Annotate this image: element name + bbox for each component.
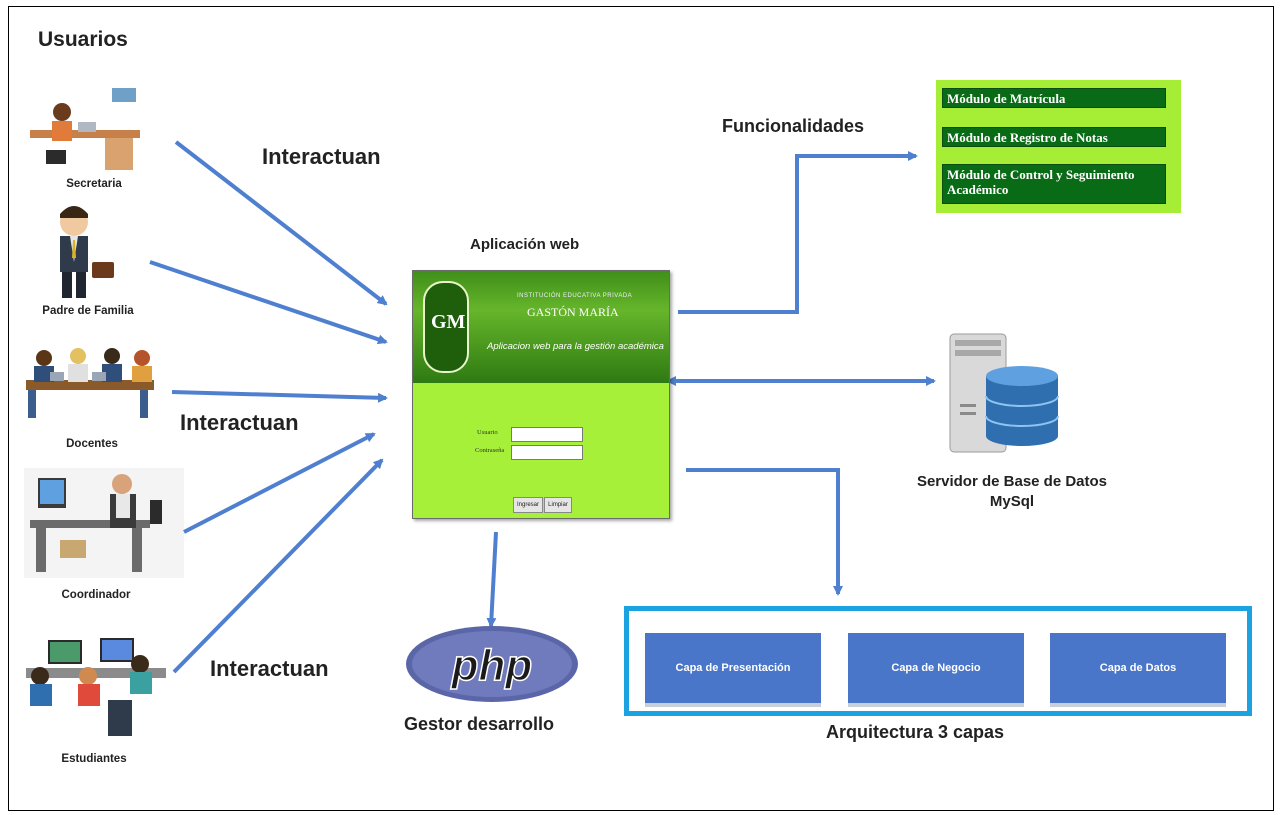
arrow-secretaria <box>174 140 388 306</box>
arrow-estudiantes <box>172 458 384 674</box>
webapp-login-button[interactable]: Ingresar <box>513 497 543 513</box>
database-label-line2: MySql <box>989 493 1035 510</box>
webapp-institution: INSTITUCIÓN EDUCATIVA PRIVADA <box>517 293 633 299</box>
module-notas: Módulo de Registro de Notas <box>942 127 1166 147</box>
database-label-line1: Servidor de Base de Datos <box>916 473 1108 490</box>
parent-icon <box>60 206 114 298</box>
dev-label: Gestor desarrollo <box>404 714 555 734</box>
arrow-coordinador <box>183 432 376 534</box>
user-label-secretaria: Secretaria <box>66 178 122 190</box>
teachers-icon <box>26 348 154 418</box>
architecture-title: Arquitectura 3 capas <box>826 722 1005 742</box>
arrow-php <box>486 531 498 628</box>
webapp-header: GM INSTITUCIÓN EDUCATIVA PRIVADA GASTÓN … <box>413 271 669 383</box>
webapp-user-input[interactable] <box>511 427 583 442</box>
arrow-docentes <box>171 390 388 403</box>
webapp-tagline: Aplicacion web para la gestión académica <box>487 341 664 352</box>
interact-label-middle: Interactuan <box>180 410 299 435</box>
modules-panel: Módulo de Matrícula Módulo de Registro d… <box>936 80 1181 213</box>
secretary-icon <box>22 88 162 170</box>
user-label-estudiantes: Estudiantes <box>61 753 127 765</box>
coordinator-icon <box>24 468 184 578</box>
arrow-architecture <box>686 468 843 596</box>
database-cylinder-icon <box>985 366 1059 446</box>
school-crest-icon: GM <box>423 281 469 373</box>
interact-label-bottom: Interactuan <box>210 656 329 681</box>
php-logo-text: php <box>451 641 533 690</box>
arrow-padre <box>149 260 388 345</box>
webapp-screenshot: GM INSTITUCIÓN EDUCATIVA PRIVADA GASTÓN … <box>412 270 670 519</box>
module-control: Módulo de Control y Seguimiento Académic… <box>942 164 1166 204</box>
arrow-functionalities <box>678 151 918 314</box>
webapp-password-input[interactable] <box>511 445 583 460</box>
webapp-clear-button[interactable]: Limpiar <box>544 497 572 513</box>
layer-datos: Capa de Datos <box>1050 633 1226 703</box>
functionalities-title: Funcionalidades <box>722 116 865 136</box>
architecture-box: Capa de Presentación Capa de Negocio Cap… <box>624 606 1252 716</box>
webapp-user-label: Usuario <box>477 429 498 436</box>
layer-negocio: Capa de Negocio <box>848 633 1024 703</box>
crest-text: GM <box>431 311 466 333</box>
database-label: Servidor de Base de Datos MySql <box>894 472 1130 512</box>
user-label-padre: Padre de Familia <box>42 305 134 317</box>
webapp-login-area: Usuario Contraseña Ingresar Limpiar <box>413 383 669 518</box>
module-matricula: Módulo de Matrícula <box>942 88 1166 108</box>
students-icon <box>26 638 166 736</box>
webapp-school-name: GASTÓN MARÍA <box>527 305 619 319</box>
user-label-docentes: Docentes <box>66 438 118 450</box>
interact-label-top: Interactuan <box>262 144 381 169</box>
layer-presentacion: Capa de Presentación <box>645 633 821 703</box>
users-title: Usuarios <box>38 28 128 51</box>
webapp-password-label: Contraseña <box>475 447 505 454</box>
user-label-coordinador: Coordinador <box>61 589 131 601</box>
webapp-title: Aplicación web <box>470 236 580 253</box>
